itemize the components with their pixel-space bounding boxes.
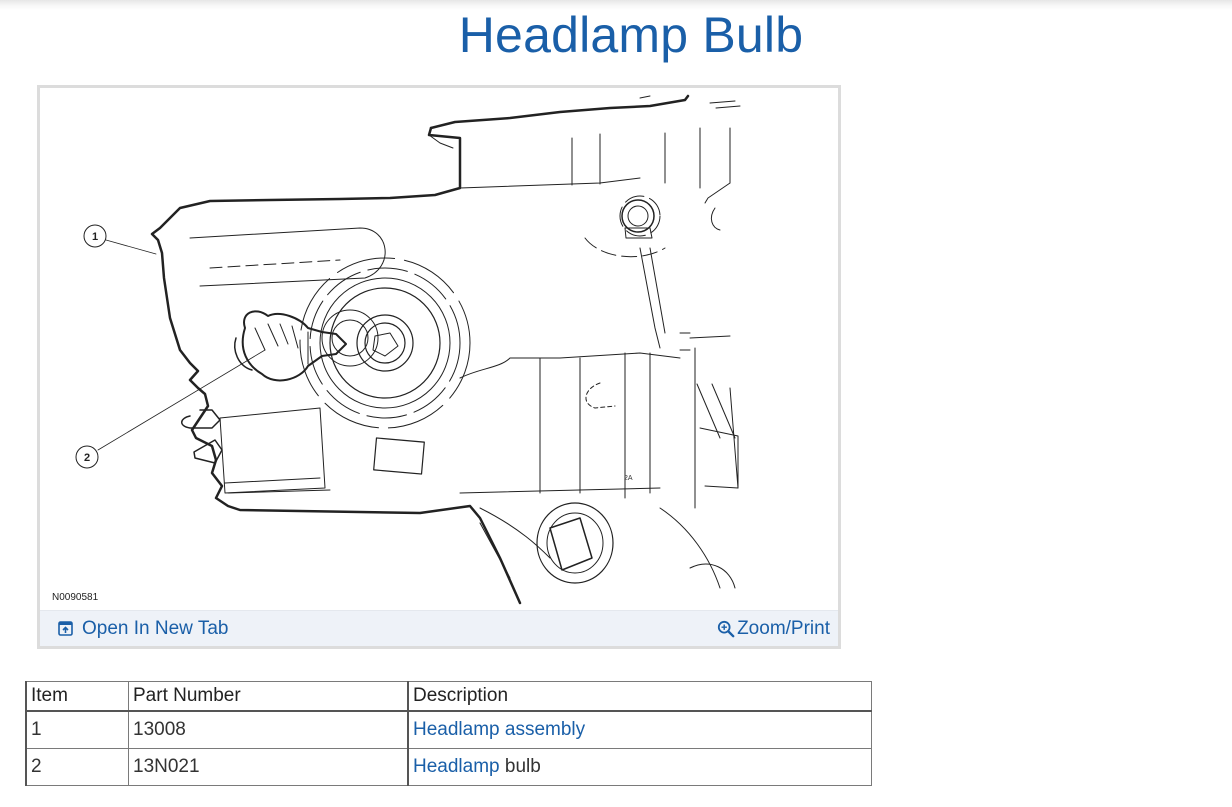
open-in-new-tab-icon <box>56 620 74 638</box>
figure-container: 2A 1 <box>37 85 841 649</box>
svg-text:2A: 2A <box>624 475 633 482</box>
open-in-new-tab-link[interactable]: Open In New Tab <box>56 618 228 640</box>
description-link[interactable]: Headlamp <box>413 756 500 777</box>
figure-footer: Open In New Tab Zoom/Print <box>40 610 838 646</box>
description-link[interactable]: Headlamp assembly <box>413 719 586 740</box>
headlamp-diagram[interactable]: 2A 1 <box>40 88 838 610</box>
table-row: 1 13008 Headlamp assembly <box>25 710 872 749</box>
item-cell: 2 <box>25 748 129 786</box>
column-header-item: Item <box>25 681 129 712</box>
description-cell: Headlamp bulb <box>407 748 872 786</box>
zoom-in-icon <box>717 620 735 638</box>
table-row: 2 13N021 Headlamp bulb <box>25 748 872 786</box>
page-title: Headlamp Bulb <box>458 7 804 63</box>
column-header-description: Description <box>407 681 872 712</box>
top-shadow <box>0 0 1232 10</box>
description-text: bulb <box>499 756 541 777</box>
table-header-row: Item Part Number Description <box>25 681 872 712</box>
item-cell: 1 <box>25 710 129 749</box>
callout-1: 1 <box>92 231 98 243</box>
column-header-part-number: Part Number <box>128 681 409 712</box>
figure-id-label: N0090581 <box>52 592 99 603</box>
parts-table: Item Part Number Description 1 13008 Hea… <box>25 681 872 786</box>
part-number-cell: 13008 <box>128 710 409 749</box>
open-in-new-tab-label: Open In New Tab <box>82 617 229 639</box>
description-cell: Headlamp assembly <box>407 710 872 749</box>
part-number-cell: 13N021 <box>128 748 409 786</box>
zoom-print-label: Zoom/Print <box>737 617 830 639</box>
callout-2: 2 <box>84 452 90 464</box>
zoom-print-link[interactable]: Zoom/Print <box>717 618 830 640</box>
